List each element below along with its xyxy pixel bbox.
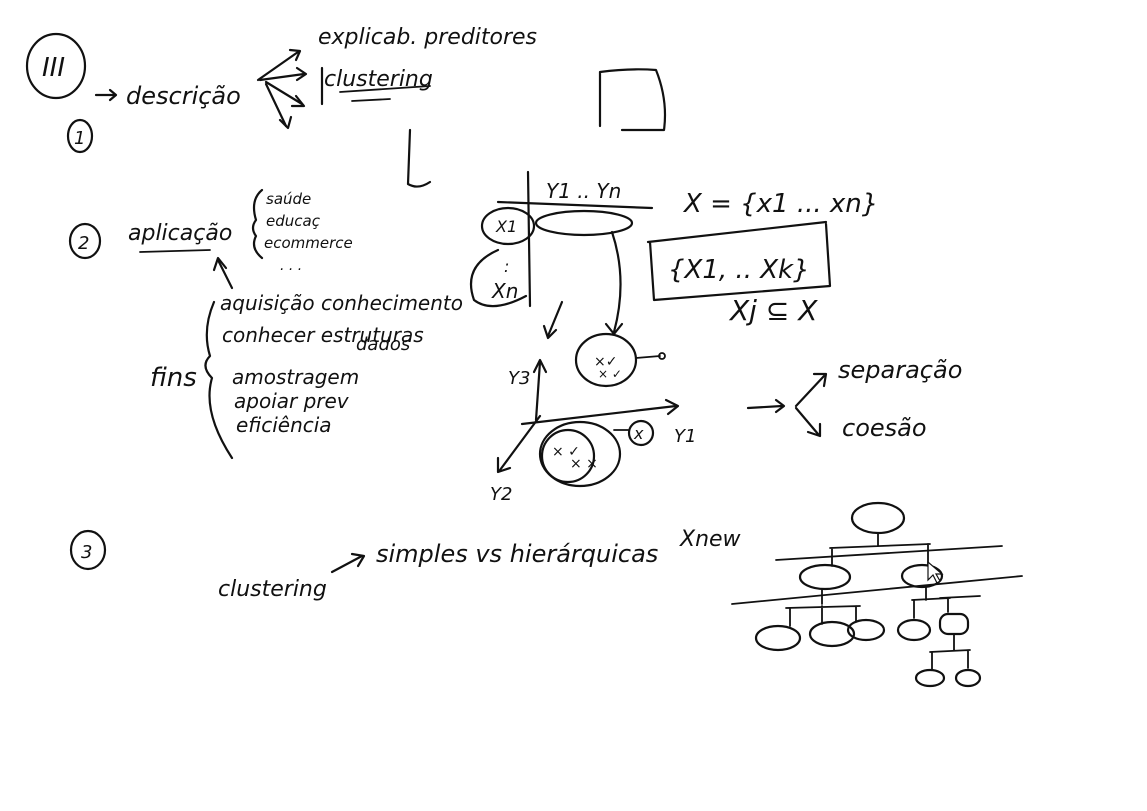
matrix-vertical-line — [526, 170, 532, 308]
fins-item-2: conhecer estruturas — [222, 323, 424, 347]
axis-y1 — [520, 404, 678, 426]
item3-circle — [69, 529, 107, 571]
hierarchy-tree — [731, 501, 1023, 688]
arrow-branch-4 — [264, 82, 288, 128]
ecommerce-item: ecommerce — [264, 234, 353, 252]
y3-label: Y3 — [508, 368, 530, 389]
fins-item-2b: dados — [356, 334, 410, 355]
saude-item: saúde — [266, 190, 311, 208]
tree-leaf-6 — [914, 668, 946, 688]
clustering-top-label: clustering — [324, 67, 433, 92]
item3-number: 3 — [81, 542, 92, 563]
separacao-label: separação — [838, 356, 962, 384]
x1-circle — [480, 206, 536, 246]
fins-item-4: apoiar prev — [234, 389, 350, 413]
partition-box — [646, 220, 832, 302]
tree-level-line-1 — [775, 545, 1003, 561]
tree-leaf-1 — [754, 624, 802, 652]
fins-label: fins — [150, 363, 197, 393]
svg-text:× ×: × × — [570, 456, 598, 472]
arrow-to-clustering — [258, 72, 306, 82]
clustering-bottom-label: clustering — [218, 577, 327, 602]
arrow-to-plot-left — [546, 300, 564, 338]
coesao-label: coesão — [842, 414, 927, 442]
ellipsis-item: . . . — [280, 258, 302, 274]
tree-leaf-2 — [808, 620, 856, 648]
svg-text:× ✓: × ✓ — [598, 367, 622, 381]
hook-stroke — [406, 128, 432, 188]
arrow-to-simples — [330, 554, 364, 574]
descricao-label: descrição — [126, 82, 241, 110]
tree-level-line-2 — [731, 575, 1023, 605]
y2-label: Y2 — [490, 484, 512, 505]
arrow-to-explicab — [256, 50, 300, 82]
aplicacao-label: aplicação — [128, 221, 232, 246]
educacao-item: educaç — [266, 212, 321, 230]
matrix-row-first: X1 — [495, 217, 517, 236]
cluster-lower-outer — [538, 420, 622, 488]
axis-y3 — [534, 360, 542, 422]
tree-leaf-5 — [938, 612, 970, 636]
partition-set: {X1, .. Xk} — [668, 255, 810, 285]
brace-aplicacao — [251, 188, 264, 260]
matrix-header: Y1 .. Yn — [546, 179, 621, 203]
cluster-upper — [574, 332, 638, 388]
rows-loop — [469, 248, 528, 308]
outlier-circle — [627, 419, 655, 447]
square-sketch — [598, 68, 667, 132]
tree-leaf-3 — [846, 618, 886, 642]
outlier-mark: x — [633, 424, 644, 443]
aplicacao-underline — [139, 249, 211, 253]
subset-relation: Xj ⊆ X — [728, 294, 818, 327]
item1-number: 1 — [74, 128, 85, 149]
axis-y2 — [498, 414, 542, 472]
fins-item-3: amostragem — [232, 365, 359, 389]
brace-fins — [204, 300, 234, 460]
arrow-to-separacao — [794, 374, 826, 408]
item1-circle — [66, 118, 94, 154]
cluster-lower-inner — [540, 428, 596, 484]
arrow-cluster-out — [635, 355, 661, 359]
roman-numeral: III — [42, 53, 65, 83]
row-highlight — [534, 209, 634, 237]
fins-item-5: eficiência — [236, 413, 332, 437]
svg-text:×✓: ×✓ — [594, 354, 617, 370]
svg-text:× ✓: × ✓ — [552, 444, 580, 460]
matrix-header-line — [496, 200, 654, 210]
simples-vs-label: simples vs hierárquicas — [376, 540, 658, 568]
set-definition: X = {x1 ... xn} — [682, 189, 878, 219]
tree-node-right — [900, 563, 944, 589]
tree-node-left — [798, 563, 852, 591]
item2-circle — [68, 222, 102, 260]
fins-item-1: aquisição conhecimento — [220, 291, 463, 315]
tree-leaf-7 — [954, 668, 982, 688]
matrix-row-dots: : — [504, 257, 509, 276]
numeral-circle — [25, 32, 87, 100]
mouse-cursor-icon — [927, 560, 944, 584]
tree-leaf-4 — [896, 618, 932, 642]
arrow-branch-3 — [264, 80, 304, 106]
arrow-fins-to-aplicacao — [216, 258, 234, 290]
arrow-to-criteria — [746, 404, 784, 410]
arrow-to-coesao — [794, 406, 820, 436]
arrow-to-upper-cluster — [610, 230, 622, 334]
xnew-label: Xnew — [679, 527, 742, 552]
explicab-label: explicab. preditores — [318, 25, 537, 50]
tree-root — [850, 501, 906, 535]
clustering-underline — [339, 85, 431, 93]
matrix-row-last: Xn — [491, 279, 518, 303]
item2-number: 2 — [78, 233, 89, 254]
y1-label: Y1 — [674, 426, 696, 447]
